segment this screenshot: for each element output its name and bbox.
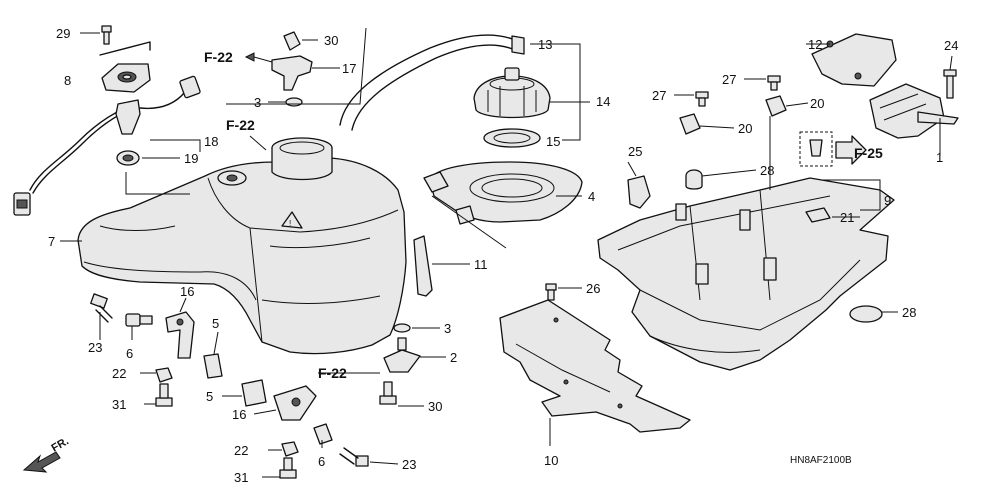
callout-28-top: 28 <box>760 163 774 178</box>
bolt-31-left <box>155 383 173 407</box>
pad-21 <box>805 207 831 223</box>
bolt-31-bottom <box>279 457 297 479</box>
screw-27-top <box>767 75 781 91</box>
clip-30 <box>283 31 301 51</box>
nut-22-bottom <box>281 441 299 457</box>
frame-9 <box>597 177 895 371</box>
fuel-unit-plate-8 <box>99 41 151 93</box>
callout-25: 25 <box>628 144 642 159</box>
callout-5-top: 5 <box>212 316 219 331</box>
fuel-unit-18 <box>13 75 201 216</box>
fuel-cap-14 <box>473 67 551 119</box>
breather-tube-13 <box>339 34 525 131</box>
bolt-26 <box>545 283 557 301</box>
callout-9: 9 <box>884 193 891 208</box>
bolt-24 <box>943 69 957 99</box>
bolt-23-bottom <box>339 447 369 467</box>
callout-31-left: 31 <box>112 397 126 412</box>
filler-tray-4 <box>423 161 583 225</box>
callouts: 29 8 30 17 3 18 19 13 14 15 4 7 11 3 2 3… <box>48 26 958 485</box>
callout-14: 14 <box>596 94 610 109</box>
callout-20-top: 20 <box>810 96 824 111</box>
callout-21: 21 <box>840 210 854 225</box>
callout-30-bottom: 30 <box>428 399 442 414</box>
callout-3-mid: 3 <box>444 321 451 336</box>
bracket-16-bottom <box>273 385 317 421</box>
callout-23-left: 23 <box>88 340 102 355</box>
callout-16-top: 16 <box>180 284 194 299</box>
callout-10: 10 <box>544 453 558 468</box>
callout-16-bottom: 16 <box>232 407 246 422</box>
callout-7: 7 <box>48 234 55 249</box>
strap-11 <box>413 235 433 297</box>
clip-f25 <box>799 131 833 167</box>
bolt-29 <box>101 25 112 45</box>
callout-6-left: 6 <box>126 346 133 361</box>
callout-24: 24 <box>944 38 958 53</box>
cushion-5-bottom <box>241 379 267 407</box>
callout-13: 13 <box>538 37 552 52</box>
ref-arrow-f22-top <box>244 52 255 62</box>
screw-27-left <box>695 91 709 107</box>
bracket-16-top <box>165 311 195 359</box>
rubber-cap-28-right <box>849 305 883 323</box>
ref-f22-bottom[interactable]: F-22 <box>318 365 347 381</box>
callout-3-top: 3 <box>254 95 261 110</box>
clamp-20-top <box>765 95 787 117</box>
seal-3-mid <box>393 323 411 333</box>
callout-31-bottom: 31 <box>234 470 248 485</box>
callout-20-mid: 20 <box>738 121 752 136</box>
rubber-cap-28-top <box>685 169 703 190</box>
collar-6-left <box>125 313 153 327</box>
front-label: FR. <box>50 435 71 454</box>
callout-22-left: 22 <box>112 366 126 381</box>
callout-27-left: 27 <box>652 88 666 103</box>
relay-1 <box>869 83 959 139</box>
clamp-20-mid <box>679 113 701 135</box>
ref-f22-mid[interactable]: F-22 <box>226 117 255 133</box>
callout-19: 19 <box>184 151 198 166</box>
callout-2: 2 <box>450 350 457 365</box>
callout-29: 29 <box>56 26 70 41</box>
callout-27-top: 27 <box>722 72 736 87</box>
callout-12: 12 <box>808 37 822 52</box>
cap-gasket-15 <box>483 128 541 148</box>
ref-f25[interactable]: F-25 <box>854 145 883 161</box>
cushion-5-top <box>203 353 223 379</box>
callout-5-bottom: 5 <box>206 389 213 404</box>
callout-26: 26 <box>586 281 600 296</box>
callout-8: 8 <box>64 73 71 88</box>
callout-1: 1 <box>936 150 943 165</box>
callout-30-top: 30 <box>324 33 338 48</box>
collar-6-bottom <box>313 423 333 445</box>
callout-23-bottom: 23 <box>402 457 416 472</box>
grommet-19 <box>116 150 140 166</box>
fuel-tank: ! <box>77 137 407 355</box>
fuel-gauge-2 <box>383 337 421 373</box>
bracket-12 <box>811 33 897 87</box>
nut-22-left <box>155 367 173 383</box>
ref-f22-top[interactable]: F-22 <box>204 49 233 65</box>
bolt-30-bottom <box>379 381 397 405</box>
callout-15: 15 <box>546 134 560 149</box>
leader-lines <box>60 27 953 478</box>
diagram-code: HN8AF2100B <box>790 455 852 466</box>
callout-17: 17 <box>342 61 356 76</box>
front-direction-arrow: FR. <box>22 435 71 473</box>
callout-22-bottom: 22 <box>234 443 248 458</box>
callout-28-right: 28 <box>902 305 916 320</box>
joint-17 <box>271 55 313 91</box>
clip-25 <box>627 175 651 209</box>
bolt-23-left <box>90 293 113 323</box>
under-guard-10 <box>499 299 691 433</box>
svg-text:!: ! <box>289 219 291 228</box>
callout-11: 11 <box>474 257 488 272</box>
callout-18: 18 <box>204 134 218 149</box>
seal-3-top <box>285 97 303 107</box>
f25-arrow <box>835 135 867 165</box>
callout-4: 4 <box>588 189 595 204</box>
callout-6-bottom: 6 <box>318 454 325 469</box>
